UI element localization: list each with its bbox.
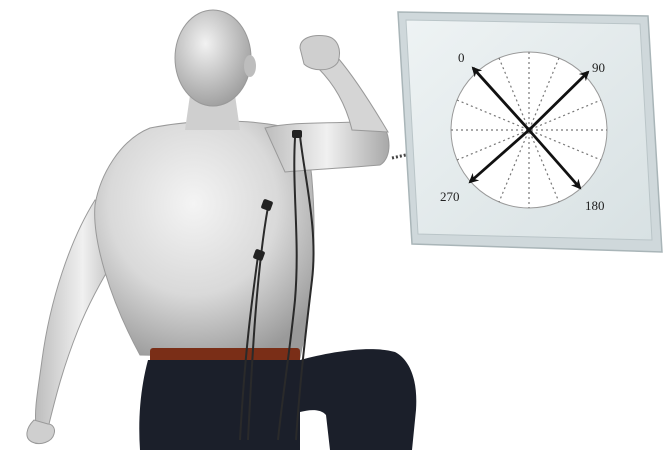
angle-label-90: 90 xyxy=(592,60,605,75)
target-board: 0 90 180 270 xyxy=(398,12,662,252)
angle-label-180: 180 xyxy=(585,198,605,213)
emg-electrode-icon xyxy=(292,130,302,138)
angle-label-0: 0 xyxy=(458,50,465,65)
person-figure xyxy=(27,10,416,450)
left-hand xyxy=(27,420,55,444)
right-fist xyxy=(300,36,340,70)
ear xyxy=(244,55,256,77)
angle-label-270: 270 xyxy=(440,189,460,204)
head xyxy=(175,10,251,106)
